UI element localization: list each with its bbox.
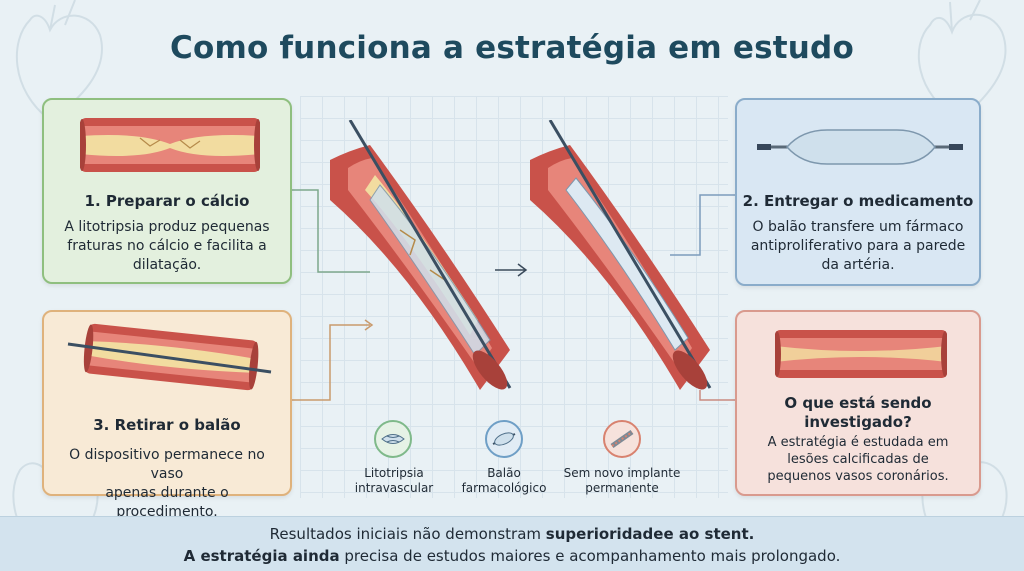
step-remove-title: 3. Retirar o balão bbox=[93, 416, 241, 434]
footer-text: Resultados iniciais não demonstram bbox=[269, 525, 546, 543]
lithotripsy-label-line: intravascular bbox=[354, 481, 434, 495]
step-prepare-desc: dilatação. bbox=[132, 257, 202, 273]
footer-emphasis: superioridadee ao stent. bbox=[545, 525, 755, 543]
footer-line-1: Resultados iniciais não demonstram super… bbox=[0, 525, 1024, 543]
investigated-title: investigado? bbox=[804, 413, 912, 431]
small-vessel-illustration bbox=[775, 330, 947, 378]
step-deliver-desc: O balão transfere um fármaco bbox=[752, 219, 964, 235]
investigated-desc: pequenos vasos coronários. bbox=[767, 469, 949, 484]
heart-outline-icon bbox=[917, 0, 1007, 122]
investigated-card: O que está sendo investigado? A estratég… bbox=[735, 310, 981, 496]
drug-balloon-label-line: farmacológico bbox=[461, 481, 547, 495]
footer-line-2: A estratégia ainda precisa de estudos ma… bbox=[0, 547, 1024, 565]
vessel-catheter-illustration bbox=[67, 323, 272, 391]
no-stent-label-line: permanente bbox=[585, 481, 659, 495]
step-remove-card: 3. Retirar o balão O dispositivo permane… bbox=[42, 310, 292, 520]
no-stent-label: Sem novo implante permanente bbox=[562, 466, 682, 496]
step-remove-desc: O dispositivo permanece no vaso bbox=[69, 447, 265, 482]
drug-balloon-illustration bbox=[757, 129, 963, 165]
step-prepare-desc: fraturas no cálcio e facilita a bbox=[67, 238, 267, 254]
lithotripsy-label: Litotripsia intravascular bbox=[334, 466, 454, 496]
no-stent-label-line: Sem novo implante bbox=[563, 466, 681, 480]
lithotripsy-icon bbox=[374, 420, 412, 458]
page-title: Como funciona a estratégia em estudo bbox=[170, 30, 854, 66]
step-deliver-card: 2. Entregar o medicamento O balão transf… bbox=[735, 98, 981, 286]
heart-outline-icon bbox=[15, 0, 103, 122]
calcified-vessel-illustration bbox=[80, 118, 260, 172]
footer-banner: Resultados iniciais não demonstram super… bbox=[0, 516, 1024, 571]
step-deliver-desc: antiproliferativo para a parede bbox=[750, 238, 966, 254]
drug-balloon-label-line: Balão bbox=[487, 466, 521, 480]
investigated-title: O que está sendo bbox=[784, 394, 932, 412]
drug-balloon-label: Balão farmacológico bbox=[444, 466, 564, 496]
no-stent-icon bbox=[603, 420, 641, 458]
footer-text: precisa de estudos maiores e acompanhame… bbox=[339, 547, 841, 565]
step-deliver-desc: da artéria. bbox=[821, 257, 895, 273]
step-prepare-title: 1. Preparar o cálcio bbox=[84, 192, 250, 210]
vessel-litho-balloon-illustration bbox=[330, 120, 512, 390]
step-prepare-desc: A litotripsia produz pequenas bbox=[64, 219, 270, 235]
investigated-desc: lesões calcificadas de bbox=[787, 452, 929, 467]
step-deliver-title: 2. Entregar o medicamento bbox=[742, 192, 974, 210]
drug-balloon-icon bbox=[485, 420, 523, 458]
footer-emphasis: A estratégia ainda bbox=[183, 547, 340, 565]
vessel-balloon-illustration bbox=[530, 120, 712, 390]
lithotripsy-label-line: Litotripsia bbox=[364, 466, 424, 480]
step-prepare-card: 1. Preparar o cálcio A litotripsia produ… bbox=[42, 98, 292, 284]
investigated-desc: A estratégia é estudada em bbox=[767, 435, 949, 450]
